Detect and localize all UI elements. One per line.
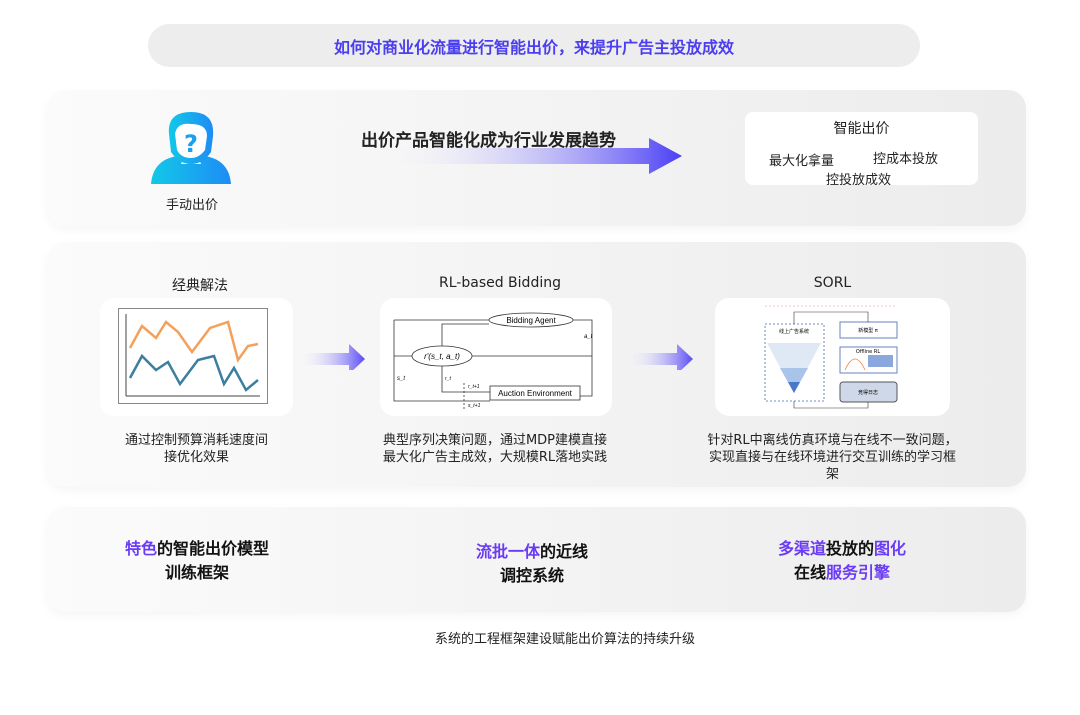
rl-title: RL-based Bidding <box>439 275 561 291</box>
feature-highlight: 多渠道 <box>777 539 826 558</box>
auction-env-label: Auction Environment <box>498 389 573 398</box>
user-question-icon: ? <box>151 112 231 184</box>
state-label: s_t <box>397 376 405 382</box>
smart-item: 最大化拿量 <box>769 154 835 169</box>
desc-line: 最大化广告主成效，大规模RL落地实践 <box>382 450 608 465</box>
feature-text: 投放的 <box>825 539 874 558</box>
new-model-label: 新模型 π <box>858 327 878 334</box>
classic-desc: 通过控制预算消耗速度间 接优化效果 <box>80 432 313 466</box>
desc-line: 典型序列决策问题，通过MDP建模直接 <box>382 433 608 448</box>
trend-text: 出价产品智能化成为行业发展趋势 <box>361 131 616 151</box>
sorl-diagram: 线上广告系统 新模型 π Offline RL 竞得日志 <box>764 305 898 409</box>
feature-graph-engine: 多渠道投放的图化 在线服务引擎 <box>732 537 952 585</box>
feature-nearline-system: 流批一体的近线 调控系统 <box>422 540 642 588</box>
classic-title: 经典解法 <box>172 278 228 294</box>
r1-label: r_t+1 <box>468 384 480 390</box>
bidding-agent-label: Bidding Agent <box>506 316 556 325</box>
s1-label: s_t+1 <box>468 403 481 409</box>
sorl-desc: 针对RL中离线仿真环境与在线不一致问题， 实现直接与在线环境进行交互训练的学习框… <box>675 432 990 483</box>
feature-training-framework: 特色的智能出价模型 训练框架 <box>87 537 307 585</box>
rl-desc: 典型序列决策问题，通过MDP建模直接 最大化广告主成效，大规模RL落地实践 <box>345 432 645 466</box>
offline-rl-label: Offline RL <box>856 349 880 355</box>
feature-text: 的近线 <box>540 542 589 561</box>
line-chart-image <box>118 308 268 404</box>
smart-bidding-title: 智能出价 <box>833 121 890 137</box>
feature-highlight: 服务引擎 <box>826 563 891 582</box>
trend-arrow-icon <box>377 138 682 174</box>
feature-highlight: 图化 <box>874 539 907 558</box>
log-label: 竞得日志 <box>858 389 878 396</box>
desc-line: 针对RL中离线仿真环境与在线不一致问题， <box>707 433 958 448</box>
svg-text:?: ? <box>184 130 198 158</box>
footer-caption: 系统的工程框架建设赋能出价算法的持续升级 <box>434 632 695 647</box>
feature-text: 的智能出价模型 <box>157 539 270 558</box>
desc-line: 接优化效果 <box>163 450 229 465</box>
panel-features: 特色的智能出价模型 训练框架 流批一体的近线 调控系统 多渠道投放的图化 在线服… <box>47 507 1026 612</box>
desc-line: 通过控制预算消耗速度间 <box>124 433 268 448</box>
feature-text: 在线 <box>793 563 826 582</box>
reward-label: r'(s_t, a_t) <box>424 352 460 361</box>
feature-text: 调控系统 <box>499 566 564 585</box>
smart-bidding-card: 智能出价 最大化拿量 控成本投放 控投放成效 <box>745 112 978 188</box>
desc-line: 架 <box>825 467 839 482</box>
r-label: r_t <box>445 376 451 382</box>
feature-highlight: 特色 <box>124 539 157 558</box>
rl-diagram: Bidding Agent Auction Environment r'(s_t… <box>393 312 593 410</box>
feature-highlight: 流批一体 <box>475 542 540 561</box>
flow-arrow-icon <box>625 344 693 370</box>
classic-chart-card <box>100 298 293 416</box>
smart-item: 控成本投放 <box>873 152 939 167</box>
action-label: a_t <box>584 334 593 340</box>
panel-methods: 经典解法 通过控制预算消耗速度间 接优化效果 RL-based Bidding <box>47 242 1026 487</box>
panel-trend: ? 手动出价 出价产品智能化成为行业发展趋势 智能出价 最大化拿量 控成本投放 … <box>47 90 1026 226</box>
sorl-diagram-card: 线上广告系统 新模型 π Offline RL 竞得日志 <box>715 298 950 416</box>
sorl-title: SORL <box>813 275 852 291</box>
rl-diagram-card: Bidding Agent Auction Environment r'(s_t… <box>380 298 612 416</box>
flow-arrow-icon <box>297 344 365 370</box>
desc-line: 实现直接与在线环境进行交互训练的学习框 <box>708 450 956 465</box>
feature-text: 训练框架 <box>164 563 229 582</box>
header-title: 如何对商业化流量进行智能出价，来提升广告主投放成效 <box>148 24 920 67</box>
manual-bidding-label: 手动出价 <box>165 198 218 213</box>
online-system-label: 线上广告系统 <box>779 328 809 335</box>
smart-item: 控投放成效 <box>826 173 892 188</box>
